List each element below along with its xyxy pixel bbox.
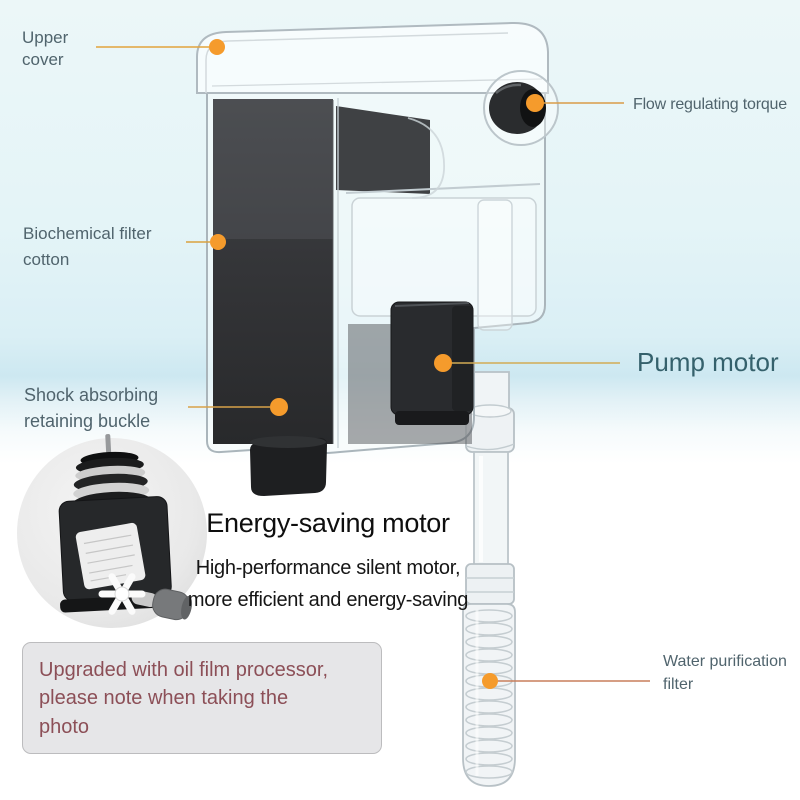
sponge-block — [336, 106, 430, 194]
motor-inset-photo — [17, 434, 207, 628]
biochemical-dot-icon — [210, 234, 226, 250]
feature-description-line1: High-performance silent motor, — [195, 557, 461, 579]
feature-title: Energy-saving motor — [206, 508, 450, 538]
pump-motor-dot-icon — [434, 354, 452, 372]
note-line: Upgraded with oil film processor, — [39, 659, 329, 681]
label-pump-motor: Pump motor — [637, 347, 779, 377]
feature-text-block: Energy-saving motor High-performance sil… — [158, 508, 498, 617]
label-upper-cover: Upper cover — [22, 28, 69, 70]
note-box: Upgraded with oil film processor, please… — [22, 642, 382, 755]
shock-absorbing-dot-icon — [270, 398, 288, 416]
flow-regulating-dot-icon — [526, 94, 544, 112]
upper-cover-dot-icon — [209, 39, 225, 55]
pump-motor — [390, 301, 474, 425]
note-line: photo — [39, 715, 90, 738]
label-water-purification-filter: Water purification filter — [663, 653, 787, 693]
feature-description-line2: more efficient and energy-saving — [187, 589, 469, 612]
intake-tube — [462, 371, 516, 787]
water-purification-dot-icon — [482, 673, 498, 689]
label-biochemical-filter-cotton: Biochemical filter cotton — [23, 224, 152, 269]
label-shock-absorbing-buckle: Shock absorbing retaining buckle — [24, 385, 159, 431]
water-purification-filter — [462, 603, 516, 787]
shock-absorbing-buckle — [250, 436, 327, 496]
note-line: please note when taking the — [39, 687, 289, 710]
impeller — [98, 573, 193, 621]
callout-leaders — [96, 39, 650, 689]
label-flow-regulating-torque: Flow regulating torque — [633, 96, 787, 113]
biochemical-filter-cotton — [213, 99, 333, 444]
